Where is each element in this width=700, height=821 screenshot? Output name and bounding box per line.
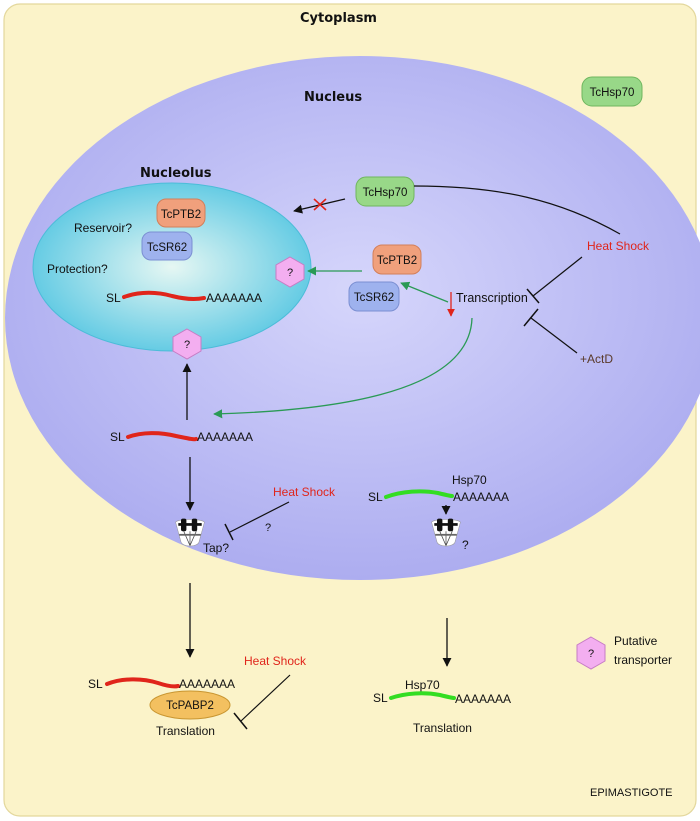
- transcription-to-mrna-arrow: [213, 317, 473, 419]
- heat-shock-inhibit-export: [229, 501, 290, 533]
- sl-label-cytoplasm: SL: [88, 677, 103, 691]
- sl-label-nucleolus: SL: [106, 291, 121, 305]
- tchsp70-cytoplasm-label: TcHsp70: [590, 87, 635, 99]
- tcptb2-nucleolus-label: TcPTB2: [161, 209, 201, 221]
- tchsp70-nucleus-label: TcHsp70: [363, 187, 408, 199]
- heat-shock-export-label: Heat Shock: [273, 485, 336, 499]
- tchsp70-cytoplasm-box: TcHsp70: [581, 76, 643, 107]
- stage-label: EPIMASTIGOTE: [590, 787, 673, 799]
- tcsr62-nucleus-box: TcSR62: [348, 281, 400, 312]
- protection-label: Protection?: [47, 262, 108, 276]
- tcsr62-nucleolus-label: TcSR62: [147, 242, 187, 254]
- tchsp70-nucleus-box: TcHsp70: [355, 176, 415, 207]
- actd-label: +ActD: [580, 352, 613, 366]
- tcptb2-nucleolus-box: TcPTB2: [156, 198, 206, 228]
- sl-label-hsp70-cytoplasm: SL: [373, 691, 388, 705]
- heat-shock-inhibit-translation: [240, 674, 291, 722]
- heat-shock-inhibit-export-bar: [224, 523, 234, 541]
- mrna-nucleus: [126, 431, 198, 442]
- polya-nucleus: AAAAAAA: [197, 430, 253, 444]
- hsp70-mrna-cytoplasm: [389, 691, 456, 700]
- legend-transporter: ? Putative transporter: [576, 634, 672, 670]
- heat-shock-nucleus-label: Heat Shock: [587, 239, 650, 253]
- blocked-cross-mark: [313, 198, 327, 211]
- actd-inhibit-line: [530, 317, 578, 354]
- heat-shock-export-question: ?: [265, 522, 271, 534]
- hsp70-mrna-nucleus: [384, 489, 454, 499]
- tap-label: Tap?: [203, 541, 229, 555]
- tcptb2-nucleus-box: TcPTB2: [372, 244, 422, 275]
- nucleus-label: Nucleus: [304, 90, 362, 105]
- transporter-left: ?: [275, 256, 305, 288]
- tcpabp2-box: TcPABP2: [149, 690, 231, 720]
- polya-nucleolus: AAAAAAA: [206, 291, 262, 305]
- nucleolus-label: Nucleolus: [140, 166, 212, 181]
- tcptb2-nucleus-label: TcPTB2: [377, 255, 417, 267]
- heat-shock-inhibit-translation-bar: [233, 712, 248, 730]
- polya-hsp70-nucleus: AAAAAAA: [453, 490, 509, 504]
- tcsr62-nucleus-label: TcSR62: [354, 292, 394, 304]
- mrna-nucleolus: [122, 290, 206, 302]
- sl-label-hsp70-nucleus: SL: [368, 490, 383, 504]
- hsp70-export-question: ?: [462, 538, 469, 552]
- transcription-to-proteins-arrow: [400, 281, 449, 303]
- translation-left-label: Translation: [156, 724, 215, 738]
- transporter-bottom-mark: ?: [184, 339, 190, 351]
- polya-hsp70-cytoplasm: AAAAAAA: [455, 692, 511, 706]
- cytoplasm-label: Cytoplasm: [300, 11, 377, 26]
- sl-label-nucleus: SL: [110, 430, 125, 444]
- reservoir-label: Reservoir?: [74, 221, 132, 235]
- tcpabp2-label: TcPABP2: [166, 700, 214, 712]
- legend-transporter: transporter: [614, 653, 672, 667]
- polya-cytoplasm: AAAAAAA: [179, 677, 235, 691]
- heat-shock-inhibit-transcription: [532, 256, 583, 297]
- hsp70-heat-shock-link: [413, 185, 621, 235]
- hsp70-nucleus-label: Hsp70: [452, 473, 487, 487]
- translation-right-label: Translation: [413, 721, 472, 735]
- actd-inhibit-bar: [523, 308, 539, 327]
- transporter-left-mark: ?: [287, 267, 293, 279]
- tcsr62-nucleolus-box: TcSR62: [141, 231, 193, 261]
- transcription-label: Transcription: [456, 291, 528, 305]
- mrna-cytoplasm: [105, 677, 180, 689]
- heat-shock-inhibit-bar: [526, 288, 540, 304]
- hsp70-cytoplasm-label: Hsp70: [405, 678, 440, 692]
- legend-transporter-icon: [576, 636, 606, 670]
- legend-putative: Putative: [614, 634, 658, 648]
- legend-transporter-mark: ?: [588, 648, 594, 660]
- transporter-bottom: ?: [172, 328, 202, 360]
- heat-shock-translation-label: Heat Shock: [244, 654, 307, 668]
